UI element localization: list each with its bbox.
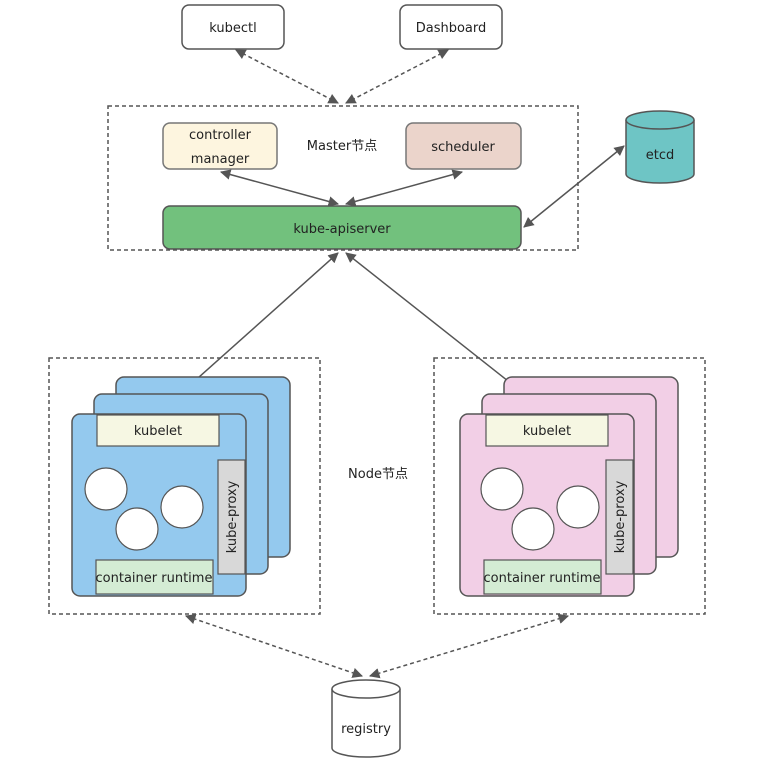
- registry-label: registry: [341, 722, 391, 737]
- scheduler-label: scheduler: [431, 140, 495, 155]
- dashboard-box: Dashboard: [399, 4, 503, 50]
- left-node-region: [48, 357, 321, 615]
- scheduler-box: scheduler: [405, 122, 522, 170]
- kube-apiserver-label: kube-apiserver: [293, 222, 391, 237]
- kube-apiserver-box: kube-apiserver: [162, 205, 522, 250]
- left-kube-proxy-box: kube-proxy: [217, 459, 246, 575]
- right-kubelet-box: kubelet: [485, 414, 609, 447]
- left-kube-proxy-label: kube-proxy: [225, 480, 240, 553]
- dashboard-label: Dashboard: [416, 21, 487, 36]
- master-label: Master节点: [307, 139, 377, 154]
- registry-cylinder: registry: [331, 679, 401, 758]
- controller-manager-line1: controller: [189, 128, 252, 143]
- controller-apiserver-link: [219, 169, 340, 207]
- right-pod-2: [556, 485, 600, 529]
- left-pod-2: [160, 485, 204, 529]
- right-kube-proxy-box: kube-proxy: [605, 459, 634, 575]
- kubectl-label: kubectl: [209, 21, 256, 36]
- controller-manager-box: controller manager: [162, 122, 278, 170]
- right-pod-3: [511, 507, 555, 551]
- node-label: Node节点: [348, 467, 408, 482]
- left-container-runtime-label: container runtime: [96, 571, 213, 586]
- right-kube-proxy-label: kube-proxy: [613, 480, 628, 553]
- kubectl-box: kubectl: [181, 4, 285, 50]
- left-container-runtime-box: container runtime: [95, 559, 214, 595]
- right-pod-1: [480, 467, 524, 511]
- left-kubelet-label: kubelet: [134, 424, 182, 439]
- dashboard-master-link: [345, 49, 449, 104]
- etcd-label: etcd: [646, 148, 675, 163]
- left-pod-3: [115, 507, 159, 551]
- right-node-region: [433, 357, 706, 615]
- scheduler-apiserver-link: [344, 169, 464, 207]
- left-kubelet-box: kubelet: [96, 414, 220, 447]
- controller-manager-line2: manager: [191, 152, 250, 167]
- left-pod-1: [84, 467, 128, 511]
- right-kubelet-label: kubelet: [523, 424, 571, 439]
- left-node-registry-link: [185, 614, 363, 678]
- etcd-cylinder: etcd: [625, 110, 695, 184]
- right-container-runtime-box: container runtime: [483, 559, 602, 595]
- kubectl-master-link: [235, 49, 339, 104]
- apiserver-etcd-link: [523, 145, 625, 228]
- right-container-runtime-label: container runtime: [484, 571, 601, 586]
- right-node-registry-link: [368, 613, 570, 679]
